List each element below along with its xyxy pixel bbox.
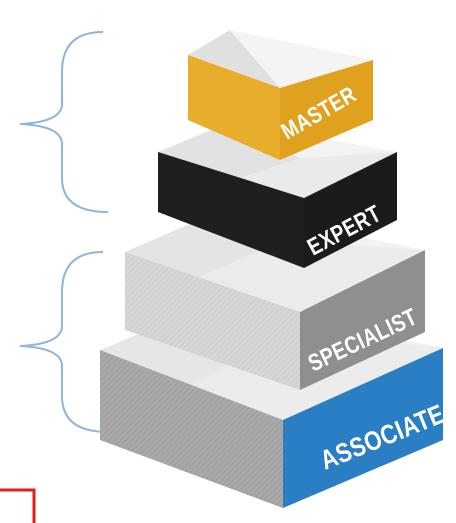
- master-top-right: [230, 30, 373, 88]
- specialist-left-face: [125, 252, 300, 390]
- master-front-face: [280, 60, 373, 160]
- associate-front-face: [283, 348, 443, 508]
- bracket-upper: [19, 31, 109, 213]
- bracket-lower: [19, 251, 109, 433]
- associate-left-face: [100, 350, 283, 508]
- tier-master: MASTER: [188, 30, 373, 160]
- corner-marker: [0, 488, 36, 523]
- specialist-front-face: [300, 250, 425, 390]
- expert-left-face: [158, 152, 304, 268]
- master-left-face: [188, 55, 280, 160]
- expert-front-face: [304, 152, 397, 268]
- master-top-left: [188, 30, 280, 88]
